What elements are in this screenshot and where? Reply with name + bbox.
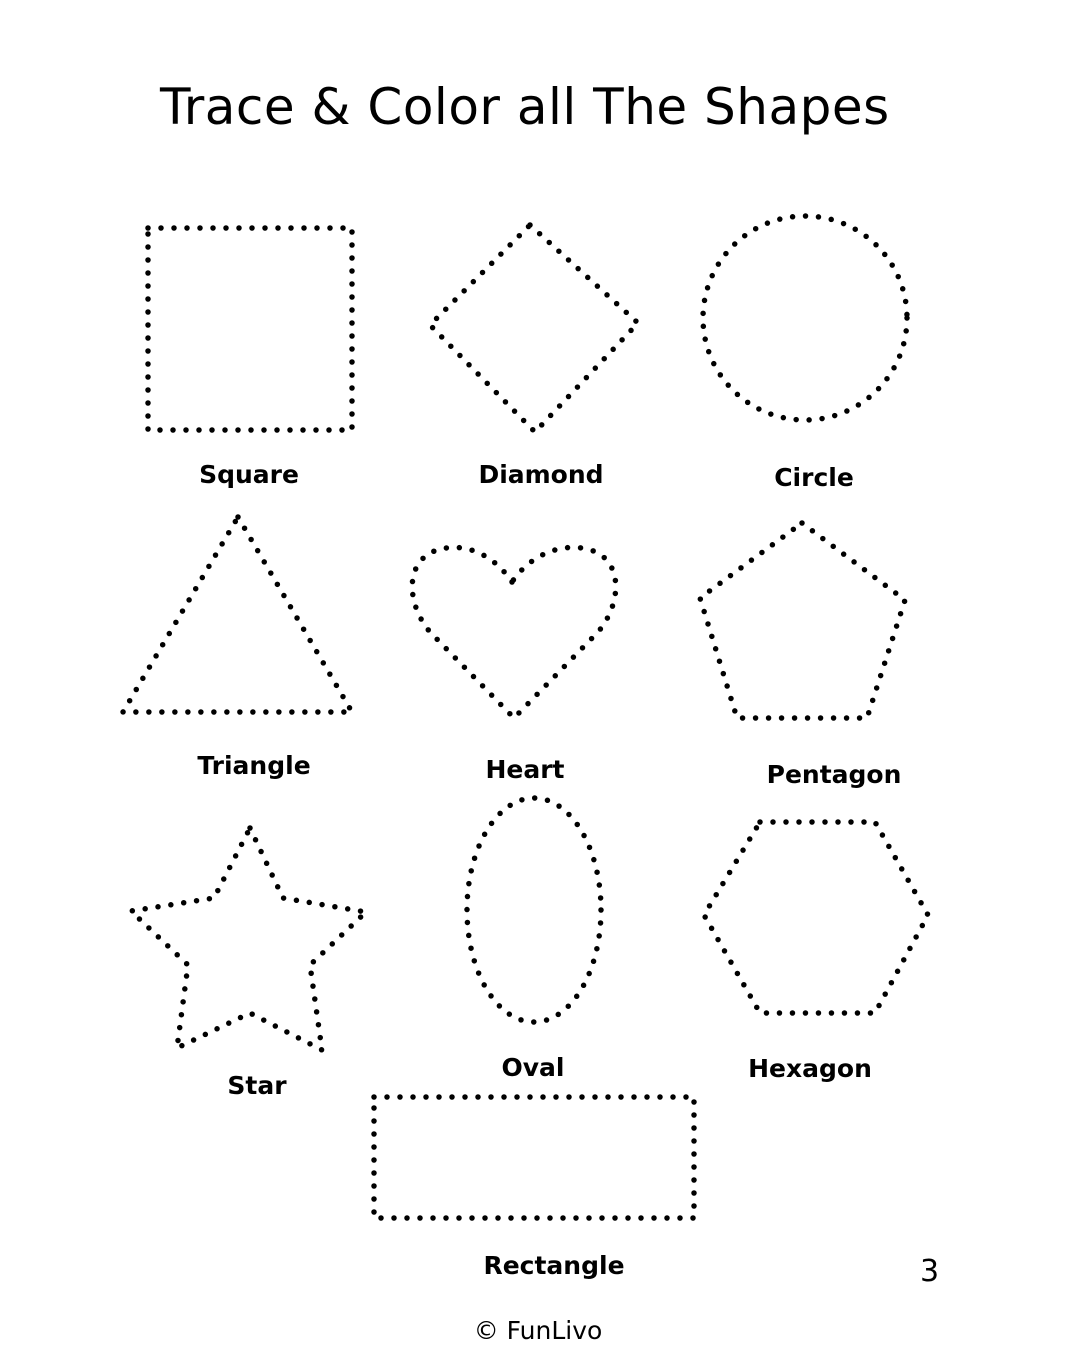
hexagon-label: Hexagon: [748, 1054, 872, 1083]
star-label: Star: [227, 1071, 287, 1100]
pentagon-shape: [696, 519, 909, 721]
page-number: 3: [920, 1254, 940, 1289]
hexagon-shape: [700, 819, 932, 1016]
triangle-shape: [118, 511, 357, 715]
triangle-label: Triangle: [197, 751, 311, 780]
page-title: Trace & Color all The Shapes: [160, 78, 890, 136]
square-shape: [145, 225, 355, 433]
square-label: Square: [199, 460, 299, 489]
pentagon-label: Pentagon: [766, 760, 902, 789]
diamond-shape: [426, 221, 642, 436]
oval-shape: [464, 795, 604, 1025]
heart-shape: [409, 544, 619, 722]
diamond-label: Diamond: [478, 460, 604, 489]
oval-label: Oval: [501, 1053, 565, 1082]
star-shape: [125, 821, 372, 1055]
rectangle-shape: [371, 1094, 697, 1221]
rectangle-label: Rectangle: [483, 1251, 625, 1280]
heart-label: Heart: [485, 755, 565, 784]
circle-label: Circle: [774, 463, 854, 492]
copyright-notice: © FunLivo: [473, 1316, 603, 1345]
circle-shape: [700, 213, 910, 423]
